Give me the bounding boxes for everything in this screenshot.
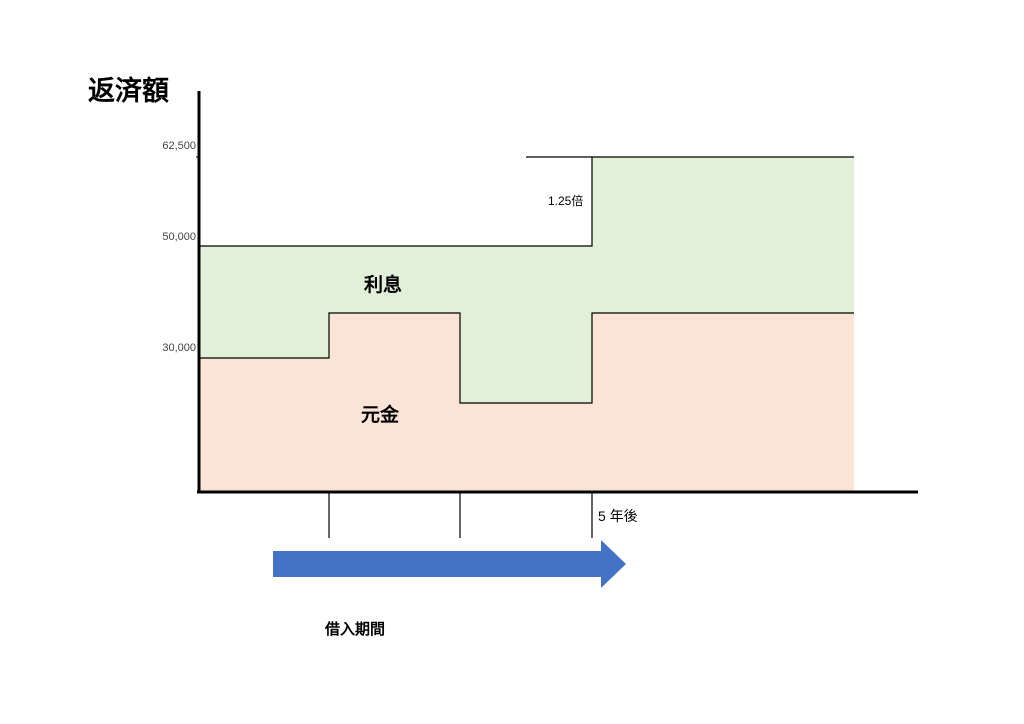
interest-top-line [199, 156, 854, 247]
loan-period-arrow [273, 540, 626, 588]
y-tick-label: 50,000 [162, 231, 196, 243]
principal-area [199, 313, 854, 492]
y-tick-label: 30,000 [162, 342, 196, 354]
y-tick-label: 62,500 [162, 140, 196, 152]
five-years-label: 5 年後 [598, 508, 638, 524]
principal-label: 元金 [361, 403, 400, 426]
diagram-title: 返済額 [88, 75, 169, 107]
principal-top-line [199, 312, 854, 404]
loan-period-label: 借入期間 [324, 620, 385, 638]
multiplier-label: 1.25倍 [548, 193, 583, 208]
interest-label: 利息 [364, 273, 402, 296]
